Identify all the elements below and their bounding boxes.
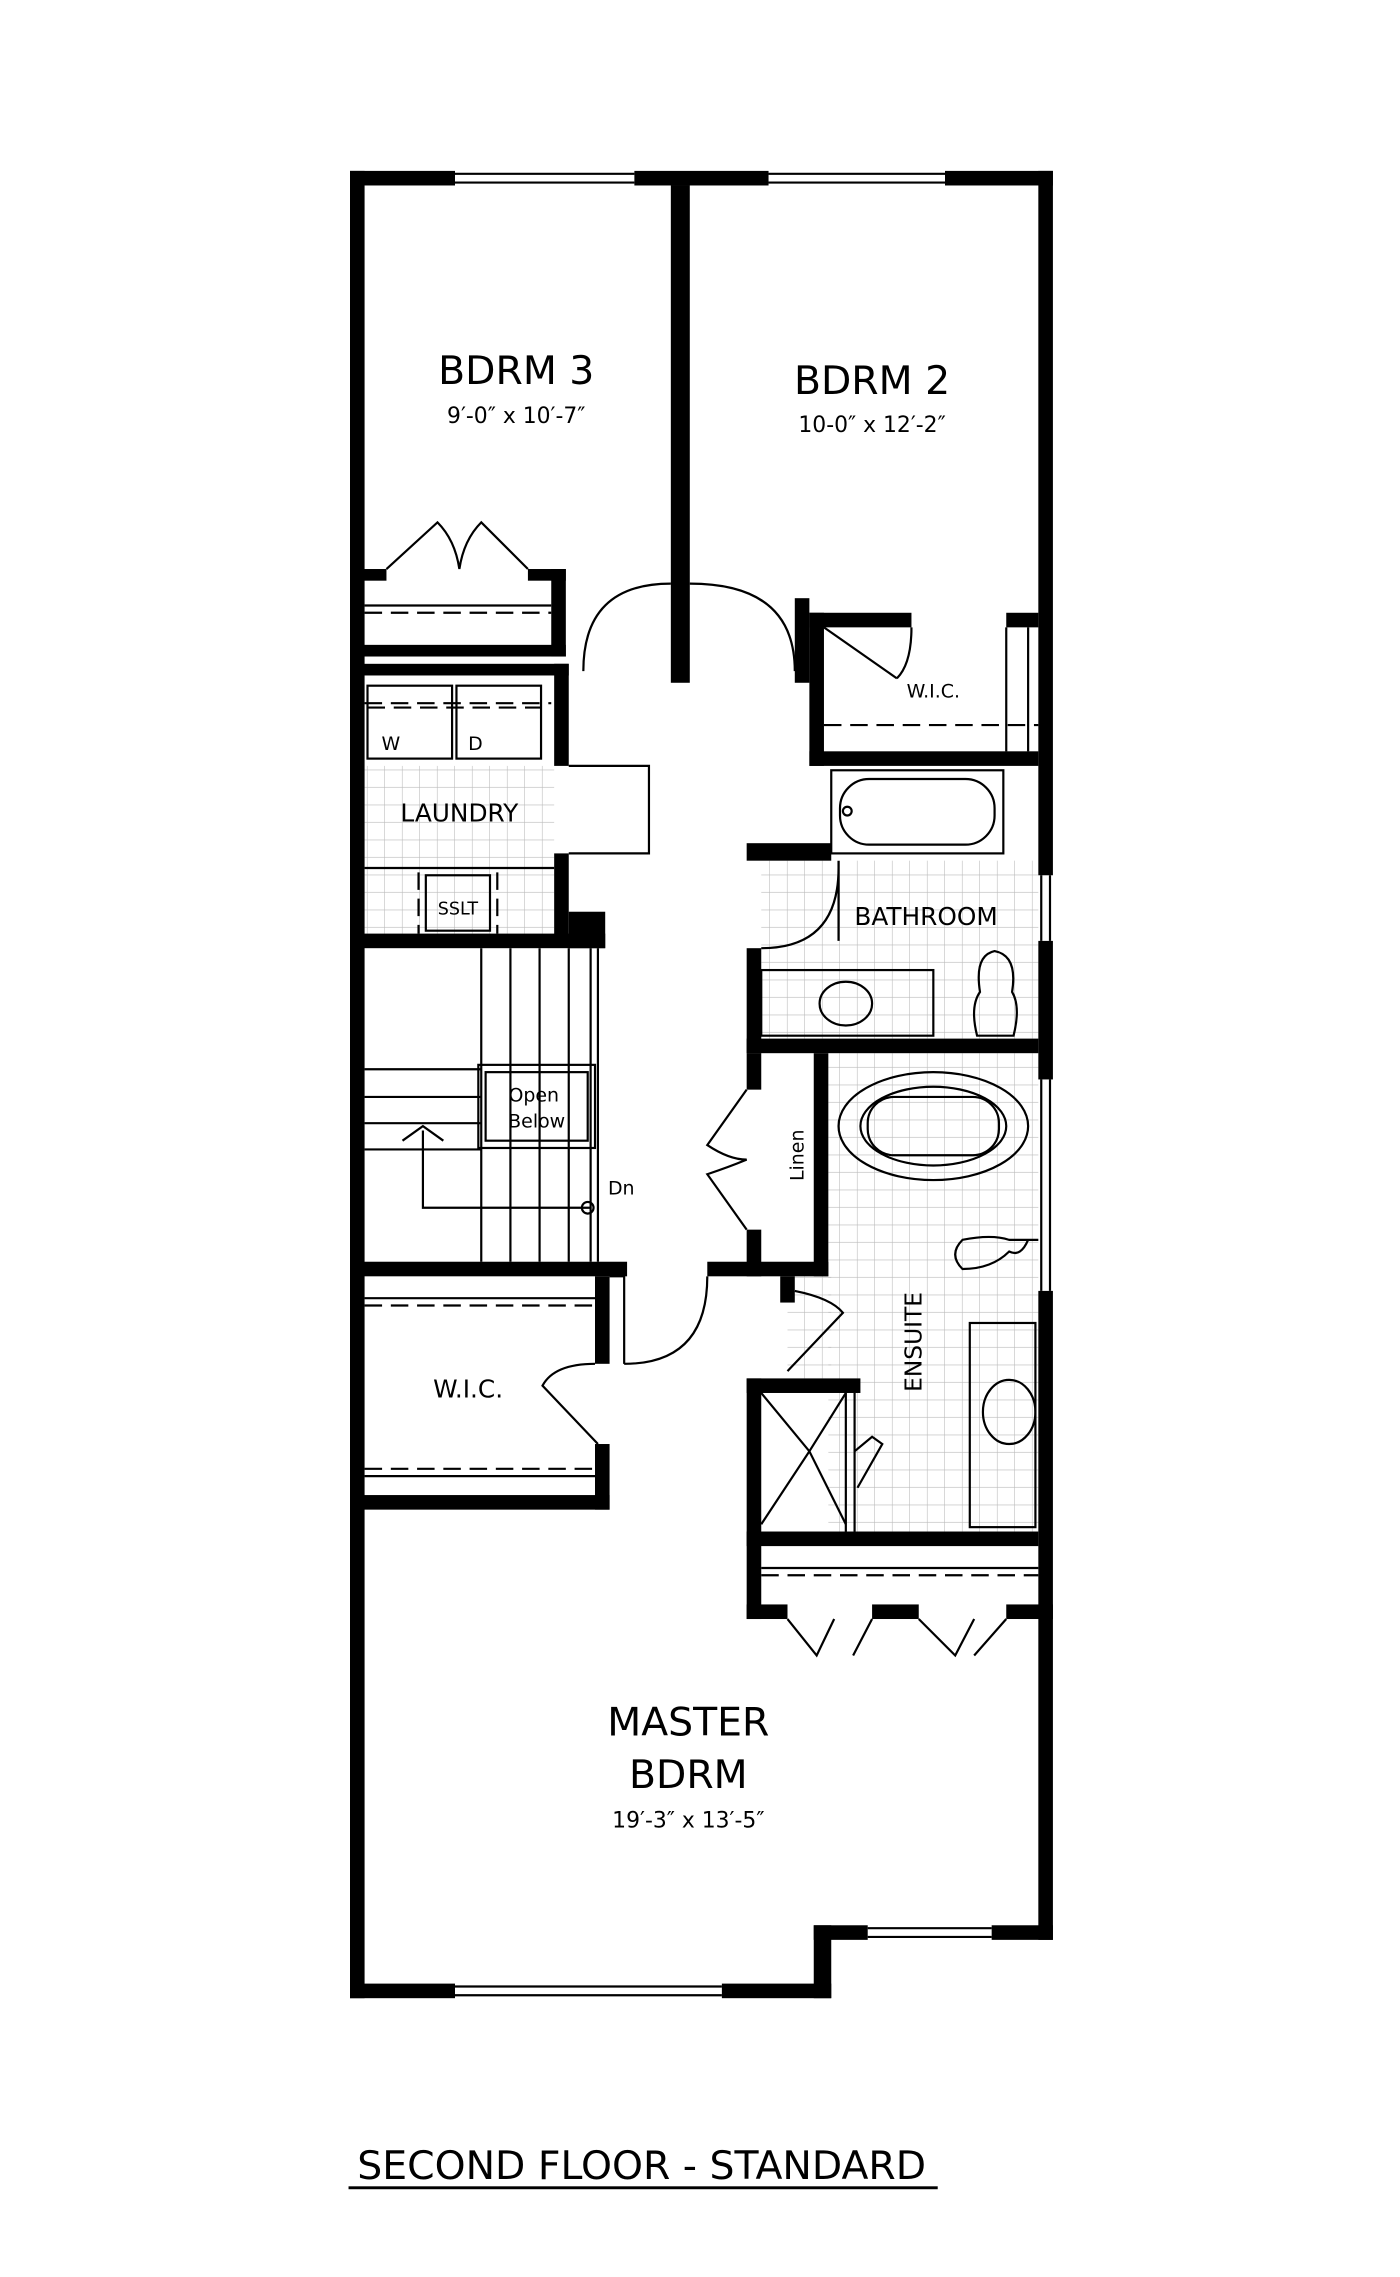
windows [455, 172, 1052, 1997]
master-name: MASTER [607, 1700, 769, 1746]
dryer-label: D [468, 733, 483, 755]
master-size: 19′-3″ x 13′-5″ [612, 1809, 764, 1834]
fixtures [364, 520, 1039, 1658]
sslt-label: SSLT [438, 900, 479, 920]
master-name-2: BDRM [629, 1752, 748, 1798]
plan-title-underline [348, 2186, 938, 2190]
tile-floors [364, 765, 1039, 1532]
wic-bdrm2-label: W.I.C. [907, 680, 960, 702]
open-label: Open [508, 1084, 559, 1106]
ensuite-label: ENSUITE [900, 1292, 928, 1392]
washer-label: W [381, 733, 400, 755]
wic-master-label: W.I.C. [433, 1374, 503, 1403]
exterior-walls [350, 170, 1053, 1999]
bdrm2-size: 10-0″ x 12′-2″ [798, 413, 945, 438]
stairs-down-label: Dn [608, 1178, 635, 1200]
linen-label: Linen [787, 1130, 809, 1181]
laundry-label: LAUNDRY [400, 798, 519, 827]
bdrm3-name: BDRM 3 [438, 348, 594, 394]
bathroom-label: BATHROOM [854, 902, 997, 931]
bdrm3-size: 9′-0″ x 10′-7″ [447, 404, 585, 429]
plan-title: SECOND FLOOR - STANDARD [357, 2143, 926, 2189]
bdrm2-name: BDRM 2 [794, 358, 950, 404]
interior-walls [361, 185, 1053, 1620]
below-label: Below [508, 1111, 565, 1133]
